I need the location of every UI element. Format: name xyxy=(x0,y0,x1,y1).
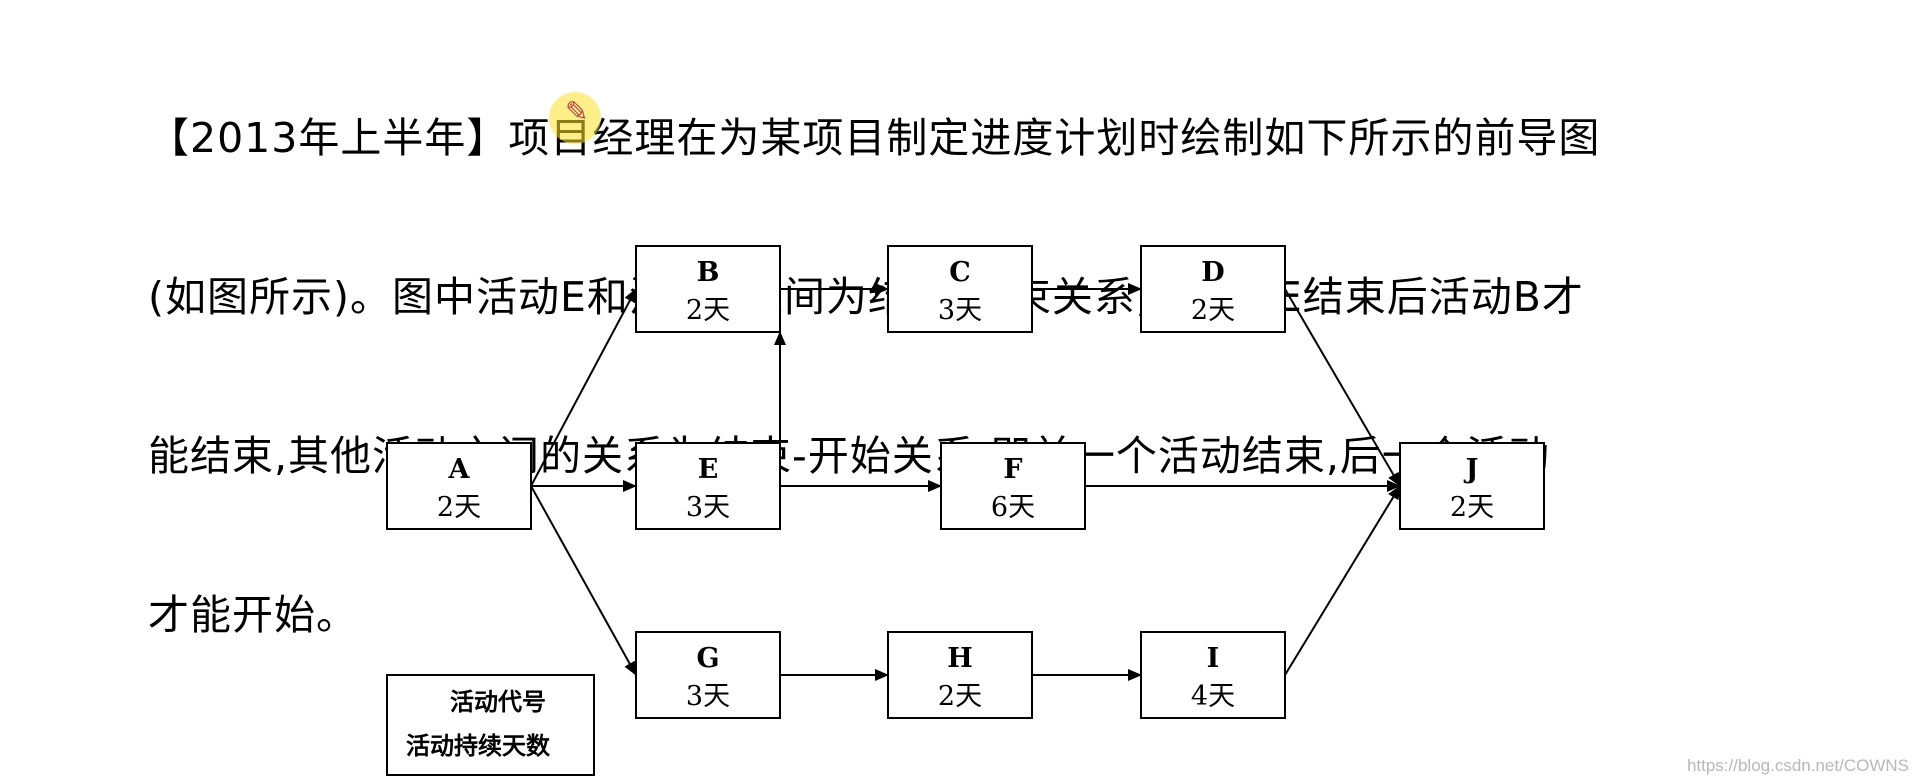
activity-box xyxy=(887,245,1033,333)
activity-code: J xyxy=(1464,454,1479,485)
edges-layer xyxy=(530,283,1401,681)
activity-duration: 2天 xyxy=(938,681,982,712)
activity-node-f: F 6天 xyxy=(940,442,1086,530)
activity-duration: 2天 xyxy=(1450,492,1494,523)
pointer-cursor-icon: ✎ xyxy=(549,92,601,144)
arrow-a-to-g xyxy=(530,485,637,676)
activity-duration: 2天 xyxy=(437,492,481,523)
activity-box xyxy=(940,442,1086,530)
activity-code: D xyxy=(1201,257,1224,288)
activity-node-h: H 2天 xyxy=(887,631,1033,719)
legend: 活动代号 活动持续天数 xyxy=(386,674,595,776)
activity-duration: 4天 xyxy=(1191,681,1235,712)
activity-code: A xyxy=(448,454,471,485)
activity-box xyxy=(1140,631,1286,719)
activity-duration: 2天 xyxy=(686,295,730,326)
activity-code: I xyxy=(1207,643,1220,674)
activity-box xyxy=(386,442,532,530)
activity-duration: 3天 xyxy=(686,681,730,712)
legend-activity-code: 活动代号 xyxy=(450,687,546,716)
activity-node-j: J 2天 xyxy=(1399,442,1545,530)
question-line-3: 能结束,其他活动之间的关系为结束-开始关系,即前一个活动结束,后一个活动 xyxy=(148,432,1550,480)
activity-duration: 3天 xyxy=(938,295,982,326)
activity-duration: 3天 xyxy=(686,492,730,523)
arrow-d-to-j xyxy=(1284,288,1401,487)
activity-node-g: G 3天 xyxy=(635,631,781,719)
activity-box xyxy=(1140,245,1286,333)
activity-code: C xyxy=(949,257,971,288)
activity-node-d: D 2天 xyxy=(1140,245,1286,333)
arrow-a-to-b xyxy=(530,288,637,487)
activity-node-c: C 3天 xyxy=(887,245,1033,333)
legend-activity-duration: 活动持续天数 xyxy=(406,731,551,760)
activity-code: F xyxy=(1003,454,1022,485)
activity-node-b: B 2天 xyxy=(635,245,781,333)
activity-code: H xyxy=(947,643,973,674)
pen-icon: ✎ xyxy=(565,95,589,128)
question-line-4: 才能开始。 xyxy=(148,591,358,639)
nodes-layer: A 2天 B 2天 C 3天 D 2天 E 3天 F 6天 G 3天 H 2天 I 4天 J 2天 xyxy=(386,245,1545,719)
activity-node-e: E 3天 xyxy=(635,442,781,530)
question-line-1: 【2013年上半年】项目经理在为某项目制定进度计划时绘制如下所示的前导图 xyxy=(148,114,1601,162)
activity-box xyxy=(1399,442,1545,530)
activity-code: E xyxy=(698,454,719,485)
arrow-i-to-j xyxy=(1284,485,1401,676)
activity-box xyxy=(635,631,781,719)
activity-node-a: A 2天 xyxy=(386,442,532,530)
activity-node-i: I 4天 xyxy=(1140,631,1286,719)
legend-box xyxy=(386,674,595,776)
activity-box xyxy=(635,442,781,530)
activity-box xyxy=(887,631,1033,719)
question-line-2: (如图所示)。图中活动E和活动B之间为结束-结束关系,即活动E结束后活动B才 xyxy=(148,273,1584,321)
activity-duration: 2天 xyxy=(1191,295,1235,326)
activity-duration: 6天 xyxy=(991,492,1035,523)
activity-box xyxy=(635,245,781,333)
watermark: https://blog.csdn.net/COWNS xyxy=(1686,756,1909,775)
activity-code: G xyxy=(696,643,719,674)
activity-code: B xyxy=(697,257,720,288)
question-text: 【2013年上半年】项目经理在为某项目制定进度计划时绘制如下所示的前导图 (如图… xyxy=(148,6,1788,695)
